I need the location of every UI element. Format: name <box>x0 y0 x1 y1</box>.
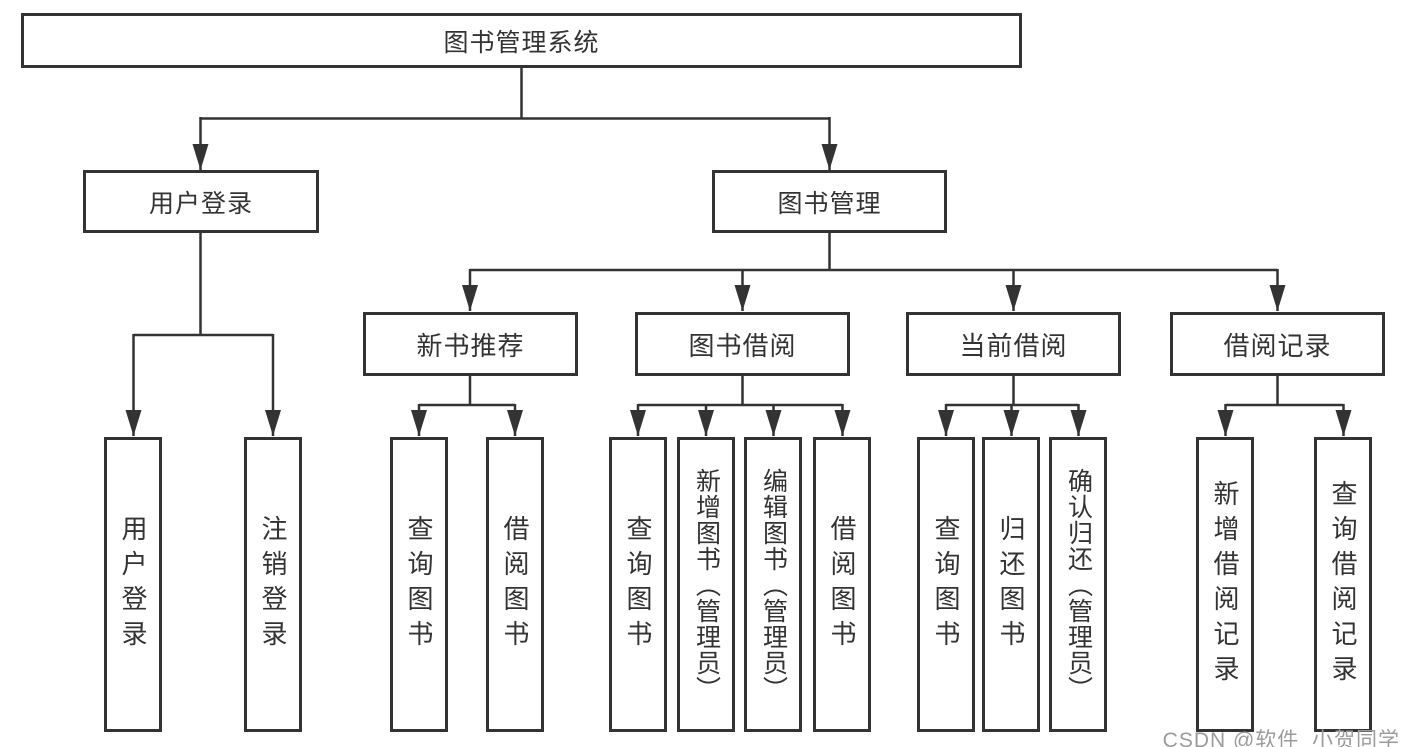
leaf-confirm-return-admin: 确认归还（管理员） <box>1049 437 1107 732</box>
leaf-query-borrow-record: 查询借阅记录 <box>1314 437 1372 732</box>
leaf-logout: 注销登录 <box>244 437 302 732</box>
leaf-query-books-current: 查询图书 <box>917 437 975 732</box>
node-book-borrow-label: 图书借阅 <box>688 330 797 361</box>
node-user-login: 用户登录 <box>83 170 319 233</box>
node-new-book-recommend-label: 新书推荐 <box>416 330 525 361</box>
csdn-watermark: CSDN @软件_小贺同学 <box>1162 729 1400 747</box>
node-root-system: 图书管理系统 <box>21 13 1022 68</box>
leaf-query-books-borrow: 查询图书 <box>609 437 667 732</box>
leaf-add-books-admin: 新增图书（管理员） <box>677 437 735 732</box>
leaf-user-login: 用户登录 <box>104 437 162 732</box>
leaf-add-borrow-record-label: 新增借阅记录 <box>1210 479 1240 690</box>
leaf-query-books-borrow-label: 查询图书 <box>623 514 653 655</box>
node-new-book-recommend: 新书推荐 <box>363 312 578 376</box>
leaf-add-borrow-record: 新增借阅记录 <box>1196 437 1254 732</box>
leaf-borrow-books: 借阅图书 <box>813 437 871 732</box>
node-book-borrow: 图书借阅 <box>635 312 850 376</box>
leaf-return-books-label: 归还图书 <box>996 514 1026 655</box>
leaf-confirm-return-admin-label: 确认归还（管理员） <box>1064 467 1093 702</box>
leaf-query-borrow-record-label: 查询借阅记录 <box>1328 479 1358 690</box>
leaf-return-books: 归还图书 <box>982 437 1040 732</box>
node-root-system-label: 图书管理系统 <box>443 28 600 57</box>
leaf-borrow-books-recommend-label: 借阅图书 <box>500 514 530 655</box>
leaf-borrow-books-recommend: 借阅图书 <box>486 437 544 732</box>
leaf-borrow-books-label: 借阅图书 <box>827 514 857 655</box>
leaf-query-books-recommend: 查询图书 <box>390 437 448 732</box>
leaf-edit-books-admin-label: 编辑图书（管理员） <box>759 467 788 702</box>
node-borrow-records: 借阅记录 <box>1170 312 1385 376</box>
leaf-logout-label: 注销登录 <box>258 514 288 655</box>
leaf-edit-books-admin: 编辑图书（管理员） <box>744 437 802 732</box>
node-user-login-label: 用户登录 <box>148 189 253 218</box>
node-current-borrow-label: 当前借阅 <box>959 330 1068 361</box>
node-current-borrow: 当前借阅 <box>906 312 1121 376</box>
node-book-management: 图书管理 <box>712 170 947 233</box>
leaf-query-books-recommend-label: 查询图书 <box>404 514 434 655</box>
leaf-add-books-admin-label: 新增图书（管理员） <box>692 467 721 702</box>
node-borrow-records-label: 借阅记录 <box>1223 330 1332 361</box>
leaf-user-login-label: 用户登录 <box>118 514 148 655</box>
leaf-query-books-current-label: 查询图书 <box>931 514 961 655</box>
node-book-management-label: 图书管理 <box>777 189 882 218</box>
